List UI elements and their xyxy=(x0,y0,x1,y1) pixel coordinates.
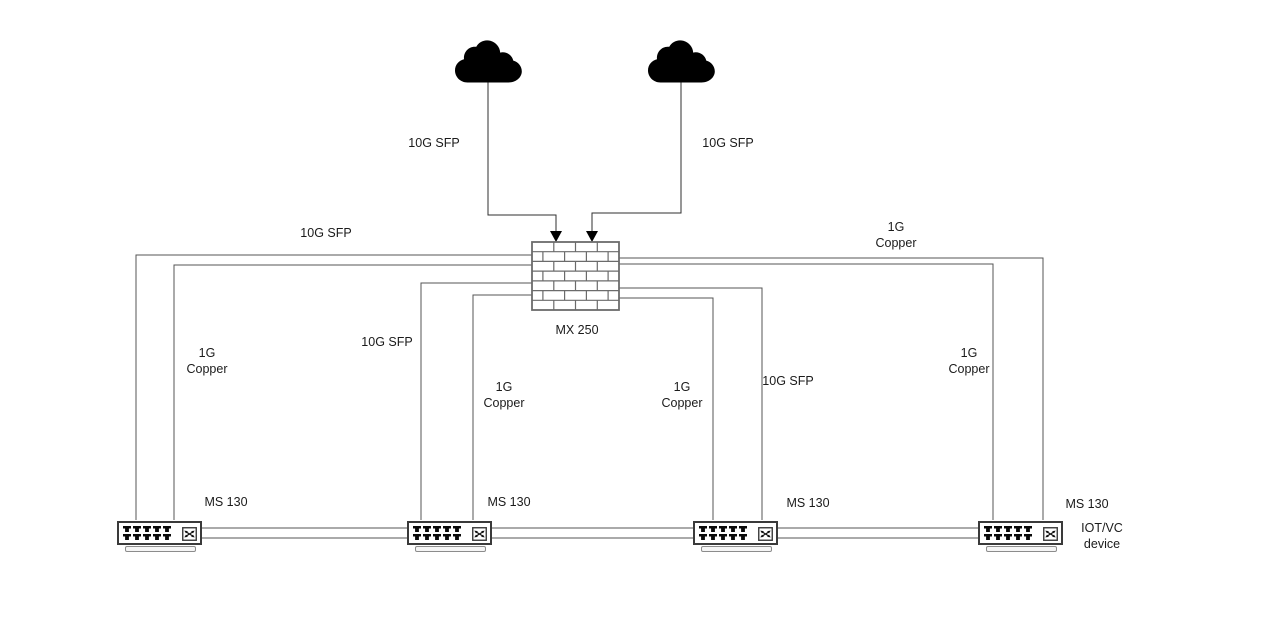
fw-sw3-sfp-line xyxy=(619,287,763,520)
firewall-icon xyxy=(531,241,620,311)
port-icon xyxy=(453,534,461,540)
sw2-sw3-trunk-line xyxy=(492,527,694,539)
port-icon xyxy=(699,534,707,540)
sw4-copper-inner-link-label: 1G Copper xyxy=(948,346,990,376)
internet-cloud-1-icon xyxy=(455,40,522,83)
port-icon xyxy=(709,534,717,540)
sw1-sfp-link-label: 10G SFP xyxy=(300,226,352,240)
crossed-arrows-icon xyxy=(1043,527,1058,541)
wan2-connector-line xyxy=(591,80,682,232)
fw-sw2-sfp-line xyxy=(420,282,532,520)
sw2-copper-link-label: 1G Copper xyxy=(483,380,525,410)
wan1-connector-line xyxy=(487,80,557,232)
port-icon xyxy=(719,534,727,540)
port-icon xyxy=(994,534,1002,540)
port-icon xyxy=(413,534,421,540)
fw-sw2-copper-line xyxy=(472,294,532,520)
port-icon xyxy=(123,534,131,540)
port-icon xyxy=(1024,526,1032,532)
port-icon xyxy=(699,526,707,532)
fw-sw4-copper-inner-line xyxy=(619,263,994,520)
fw-sw4-copper-outer-line xyxy=(619,257,1044,520)
wan2-link-label: 10G SFP xyxy=(702,136,754,150)
port-icon xyxy=(163,526,171,532)
port-icon xyxy=(153,526,161,532)
wan2-arrowhead-icon xyxy=(586,231,598,242)
switch-3-icon xyxy=(693,521,778,552)
switch-shadow xyxy=(986,546,1057,552)
fw-sw1-sfp-line xyxy=(135,254,532,520)
sw3-sfp-link-label: 10G SFP xyxy=(762,374,814,388)
switch-1-ports xyxy=(123,526,171,540)
port-icon xyxy=(739,534,747,540)
port-icon xyxy=(984,534,992,540)
port-icon xyxy=(163,534,171,540)
port-icon xyxy=(443,526,451,532)
port-icon xyxy=(143,534,151,540)
sw3-sw4-trunk-line xyxy=(778,527,979,539)
port-icon xyxy=(1004,526,1012,532)
iot-vc-device-label: IOT/VC device xyxy=(1081,521,1123,551)
switch-1-icon xyxy=(117,521,202,552)
port-icon xyxy=(1024,534,1032,540)
switch-2-label: MS 130 xyxy=(487,495,531,509)
switch-shadow xyxy=(701,546,772,552)
port-icon xyxy=(994,526,1002,532)
port-icon xyxy=(739,526,747,532)
switch-shadow xyxy=(415,546,486,552)
port-icon xyxy=(729,534,737,540)
port-icon xyxy=(1014,534,1022,540)
port-icon xyxy=(423,534,431,540)
sw1-copper-link-label: 1G Copper xyxy=(186,346,228,376)
port-icon xyxy=(413,526,421,532)
crossed-arrows-icon xyxy=(472,527,487,541)
port-icon xyxy=(1004,534,1012,540)
port-icon xyxy=(133,534,141,540)
switch-4-ports xyxy=(984,526,1032,540)
switch-4-icon xyxy=(978,521,1063,552)
switch-3-ports xyxy=(699,526,747,540)
fw-sw3-copper-line xyxy=(619,297,714,520)
switch-3-label: MS 130 xyxy=(786,496,830,510)
port-icon xyxy=(729,526,737,532)
port-icon xyxy=(143,526,151,532)
port-icon xyxy=(433,534,441,540)
wan1-link-label: 10G SFP xyxy=(408,136,460,150)
sw1-sw2-trunk-line xyxy=(202,527,408,539)
switch-4-label: MS 130 xyxy=(1065,497,1109,511)
port-icon xyxy=(719,526,727,532)
port-icon xyxy=(453,526,461,532)
switch-2-icon xyxy=(407,521,492,552)
port-icon xyxy=(984,526,992,532)
fw-sw1-copper-line xyxy=(173,264,532,520)
wan1-arrowhead-icon xyxy=(550,231,562,242)
port-icon xyxy=(443,534,451,540)
switch-shadow xyxy=(125,546,196,552)
port-icon xyxy=(433,526,441,532)
sw2-sfp-link-label: 10G SFP xyxy=(361,335,413,349)
port-icon xyxy=(1014,526,1022,532)
sw4-copper-outer-link-label: 1G Copper xyxy=(875,220,917,250)
port-icon xyxy=(153,534,161,540)
firewall-label: MX 250 xyxy=(555,323,599,337)
switch-2-ports xyxy=(413,526,461,540)
port-icon xyxy=(123,526,131,532)
sw3-copper-link-label: 1G Copper xyxy=(661,380,703,410)
port-icon xyxy=(133,526,141,532)
port-icon xyxy=(423,526,431,532)
crossed-arrows-icon xyxy=(758,527,773,541)
crossed-arrows-icon xyxy=(182,527,197,541)
port-icon xyxy=(709,526,717,532)
internet-cloud-2-icon xyxy=(648,40,715,83)
switch-1-label: MS 130 xyxy=(204,495,248,509)
